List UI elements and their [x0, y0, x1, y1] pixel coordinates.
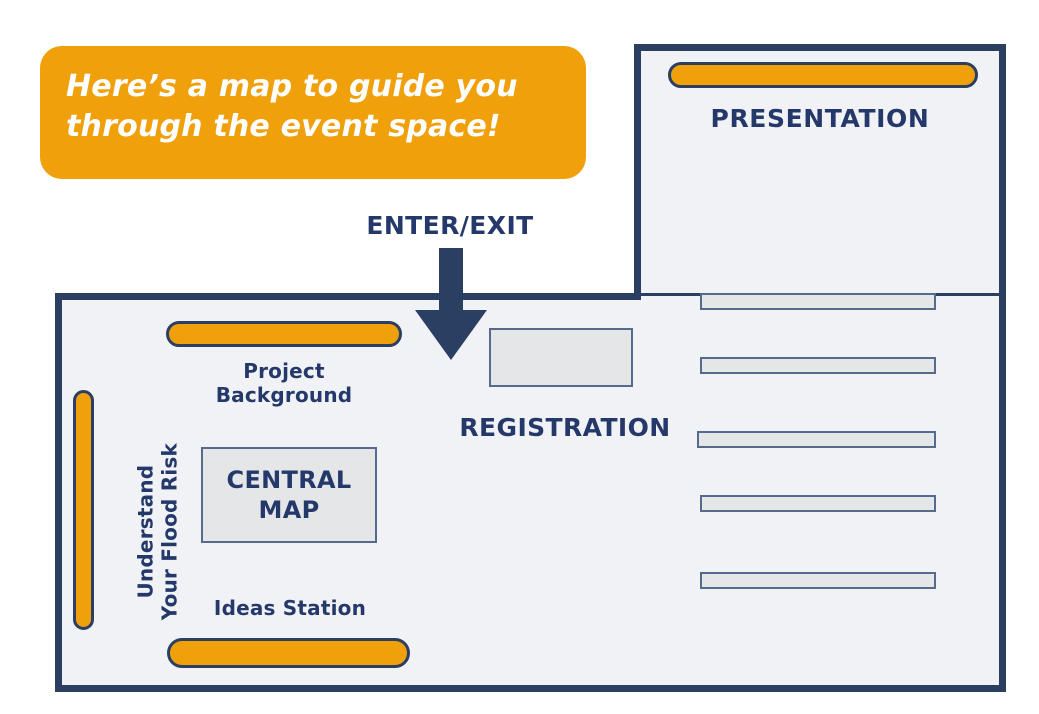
project-background-label: Project Background	[174, 359, 394, 407]
seat-row	[697, 431, 936, 448]
presentation-room-title: PRESENTATION	[710, 104, 930, 133]
project-background-board	[166, 321, 402, 347]
enter-exit-label: ENTER/EXIT	[366, 211, 534, 240]
registration-label: REGISTRATION	[459, 413, 671, 442]
central-map-box: CENTRAL MAP	[201, 447, 377, 543]
ideas-station-label: Ideas Station	[213, 596, 367, 620]
registration-desk	[489, 328, 633, 387]
project-background-label-line2: Background	[215, 382, 353, 407]
understand-flood-risk-label-line1: Understand	[133, 464, 158, 599]
guide-callout: Here’s a map to guide you through the ev…	[40, 46, 586, 179]
seat-row	[700, 293, 936, 310]
seat-row	[700, 495, 936, 512]
guide-callout-text: Here’s a map to guide you through the ev…	[66, 69, 518, 144]
seat-row	[700, 572, 936, 589]
understand-flood-risk-board	[73, 390, 94, 630]
down-arrow-icon	[415, 248, 487, 360]
understand-flood-risk-label-line2: Your Flood Risk	[157, 443, 181, 621]
central-map-label-line2: MAP	[258, 496, 320, 524]
seat-row	[700, 357, 936, 374]
project-background-label-line1: Project	[243, 359, 325, 383]
central-map-label: CENTRAL MAP	[227, 465, 352, 525]
ideas-station-board	[167, 638, 410, 668]
central-map-label-line1: CENTRAL	[226, 466, 352, 494]
presentation-screen	[668, 62, 978, 88]
